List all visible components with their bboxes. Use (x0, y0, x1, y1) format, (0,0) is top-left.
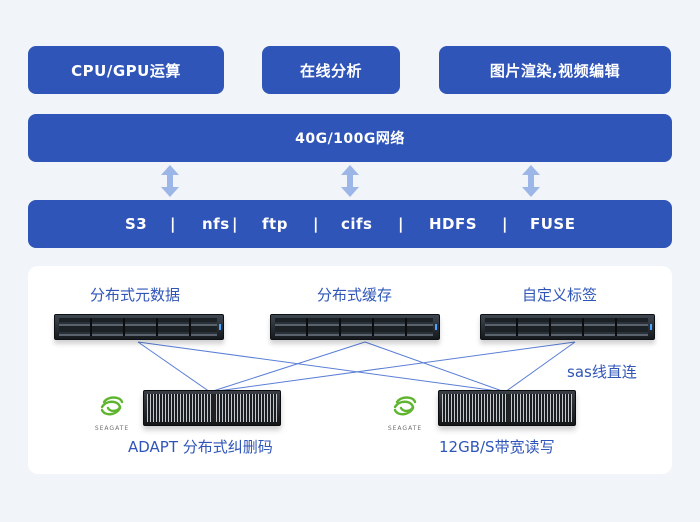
seagate-logo: SEAGATE (381, 392, 429, 432)
led-indicator (219, 324, 221, 330)
cpu-gpu-label: CPU/GPU运算 (71, 61, 181, 80)
protocol-bar: S3 | nfs | ftp | cifs | HDFS | FUSE (28, 200, 672, 248)
protocol-separator: | (232, 215, 238, 233)
seagate-logo-text: SEAGATE (387, 425, 423, 432)
storage-array-left (143, 390, 281, 426)
label-distributed-cache: 分布式缓存 (317, 286, 393, 304)
storage-array-right (438, 390, 576, 426)
network-label: 40G/100G网络 (295, 131, 405, 147)
protocol-separator: | (170, 215, 176, 233)
led-indicator (650, 324, 652, 330)
double-arrow-icon (522, 165, 540, 197)
protocol-nfs: nfs (202, 215, 230, 233)
seagate-logo-text: SEAGATE (94, 425, 130, 432)
protocol-fuse: FUSE (530, 215, 576, 233)
label-bandwidth: 12GB/S带宽读写 (439, 438, 555, 456)
protocol-separator: | (313, 215, 319, 233)
protocol-separator: | (502, 215, 508, 233)
network-bar: 40G/100G网络 (28, 114, 672, 162)
protocol-s3: S3 (125, 215, 148, 233)
cpu-gpu-compute-box: CPU/GPU运算 (28, 46, 224, 94)
seagate-swirl-icon (393, 396, 417, 416)
label-sas-direct: sas线直连 (567, 363, 637, 381)
online-analysis-box: 在线分析 (262, 46, 400, 94)
label-distributed-metadata: 分布式元数据 (90, 286, 181, 304)
server-cache (270, 314, 440, 340)
protocol-ftp: ftp (262, 215, 288, 233)
render-edit-box: 图片渲染,视频编辑 (439, 46, 671, 94)
server-metadata (54, 314, 224, 340)
label-adapt-erasure: ADAPT 分布式纠删码 (128, 438, 273, 456)
protocol-hdfs: HDFS (429, 215, 478, 233)
online-analysis-label: 在线分析 (299, 61, 362, 80)
double-arrow-icon (161, 165, 179, 197)
led-indicator (435, 324, 437, 330)
seagate-logo: SEAGATE (88, 392, 136, 432)
seagate-swirl-icon (100, 396, 124, 416)
render-edit-label: 图片渲染,视频编辑 (489, 61, 621, 80)
server-tag (480, 314, 655, 340)
protocol-separator: | (398, 215, 404, 233)
protocol-cifs: cifs (341, 215, 373, 233)
label-custom-tag: 自定义标签 (522, 286, 598, 304)
double-arrow-icon (341, 165, 359, 197)
